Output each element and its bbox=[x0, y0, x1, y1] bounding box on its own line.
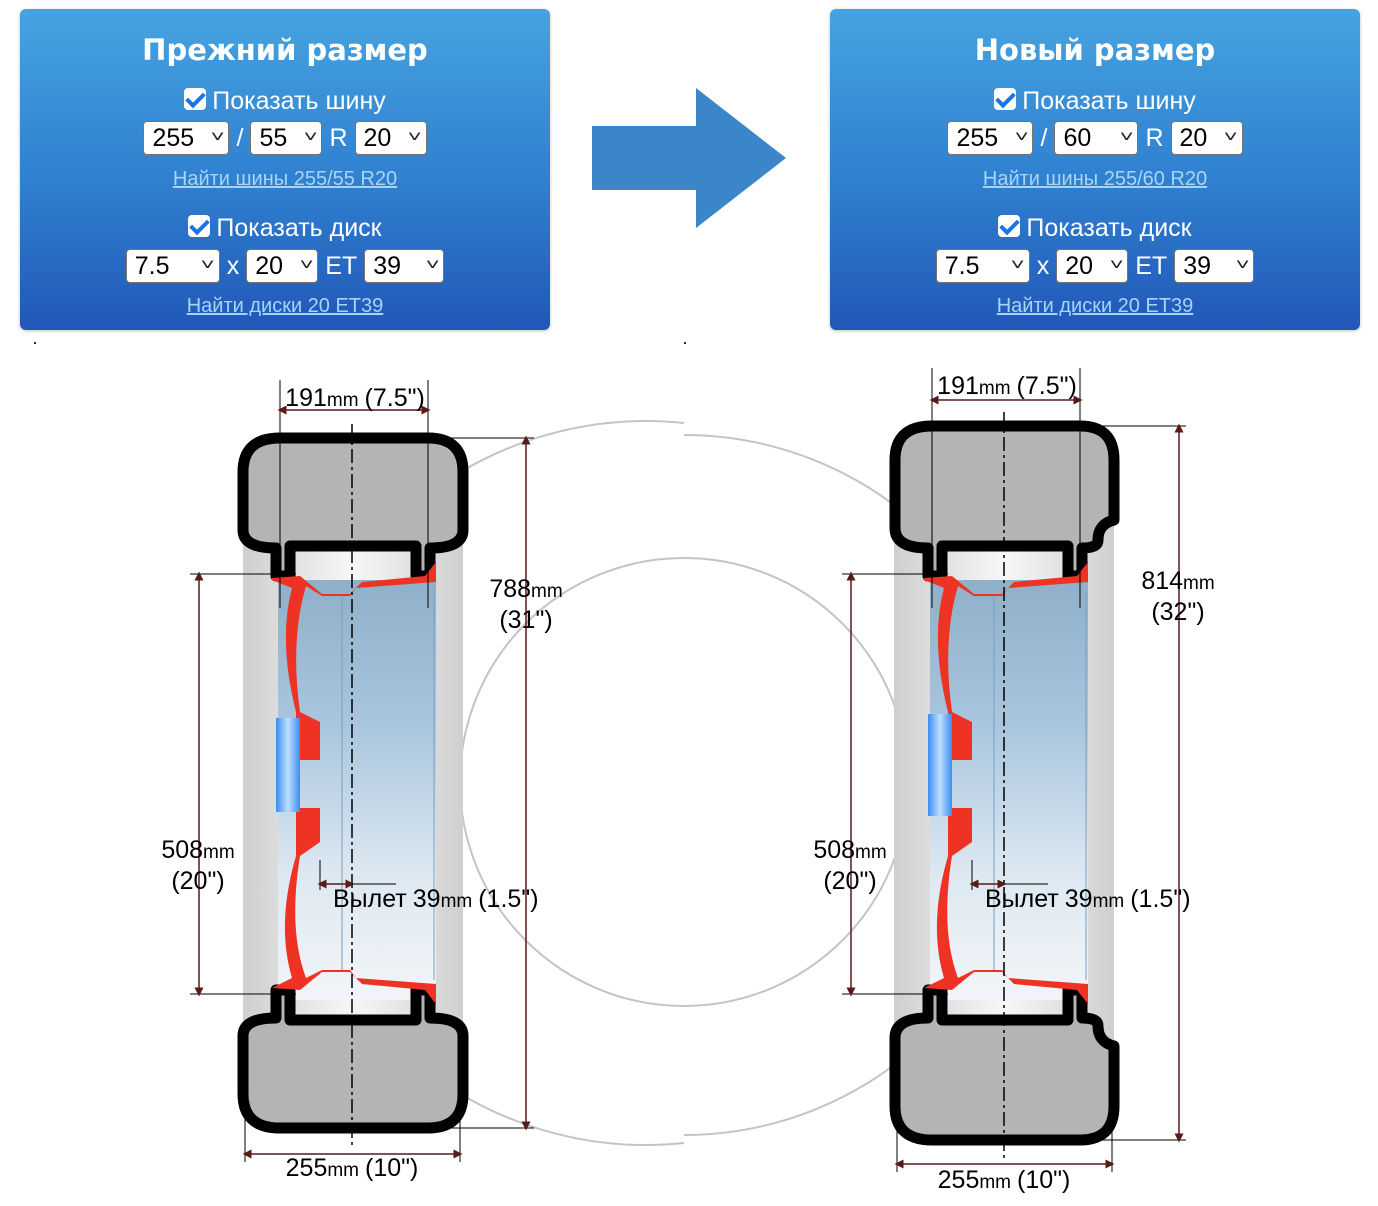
new-tire-width-text: 255mm(10") bbox=[938, 1166, 1071, 1194]
old-disk-width-select[interactable]: 7.5˅ bbox=[125, 249, 220, 283]
decor-dot bbox=[34, 342, 36, 344]
decor-dot bbox=[684, 342, 686, 344]
tire-comparison-diagram: 191mm(7.5") 788mm (31") 508mm (20") Выле… bbox=[161, 368, 1215, 1194]
chevron-down-icon: ˅ bbox=[1119, 129, 1134, 146]
old-size-title: Прежний размер bbox=[142, 33, 428, 67]
old-rim-width-text: 191mm(7.5") bbox=[285, 384, 425, 412]
checkbox-checked-icon[interactable] bbox=[994, 88, 1017, 110]
r-separator: R bbox=[329, 123, 348, 152]
arrow-right-icon bbox=[592, 88, 786, 228]
slash-separator: / bbox=[236, 123, 244, 152]
et-separator: ET bbox=[1135, 251, 1168, 280]
et-separator: ET bbox=[325, 251, 358, 280]
new-show-tire-label: Показать шину bbox=[1022, 87, 1196, 115]
slash-separator: / bbox=[1040, 123, 1048, 152]
tire-tread-top bbox=[237, 432, 469, 582]
new-rim-diameter-inch: (20") bbox=[823, 867, 876, 895]
chevron-down-icon: ˅ bbox=[1223, 129, 1238, 146]
new-outer-diameter-inch: (32") bbox=[1151, 598, 1204, 626]
rim-profile-top bbox=[924, 562, 1088, 760]
new-tire-width-select[interactable]: 255˅ bbox=[947, 121, 1034, 155]
chevron-down-icon: ˅ bbox=[1014, 129, 1029, 146]
new-rim-width-text: 191mm(7.5") bbox=[937, 372, 1077, 400]
new-size-panel: Новый размер Показать шину 255˅ / 60˅ R … bbox=[830, 9, 1360, 330]
rim-profile-bottom bbox=[272, 808, 436, 1004]
new-disk-size-row: 7.5˅ x 20˅ ET 39˅ bbox=[830, 249, 1360, 283]
old-wheel-cross-section: 191mm(7.5") 788mm (31") 508mm (20") Выле… bbox=[161, 380, 563, 1182]
new-rim-diameter-text: 508mm bbox=[813, 836, 886, 864]
rim-circle-right bbox=[683, 557, 909, 1007]
old-tire-size-row: 255˅ / 55˅ R 20˅ bbox=[20, 121, 550, 155]
hub bbox=[276, 718, 300, 812]
new-disk-width-select[interactable]: 7.5˅ bbox=[935, 249, 1030, 283]
new-size-title: Новый размер bbox=[974, 33, 1216, 67]
new-disk-et-select[interactable]: 39˅ bbox=[1174, 249, 1255, 283]
old-outer-diameter-inch: (31") bbox=[499, 606, 552, 634]
chevron-down-icon: ˅ bbox=[1235, 257, 1250, 274]
old-show-disk-label: Показать диск bbox=[216, 214, 382, 242]
x-separator: x bbox=[1036, 251, 1050, 280]
checkbox-checked-icon[interactable] bbox=[184, 88, 207, 110]
disk-bowl bbox=[278, 580, 436, 1000]
old-tire-diameter-select[interactable]: 20˅ bbox=[354, 121, 427, 155]
rim-circle-left bbox=[459, 557, 685, 1007]
new-outer-diameter-text: 814mm bbox=[1141, 567, 1214, 595]
new-tire-profile-select[interactable]: 60˅ bbox=[1054, 121, 1139, 155]
old-tire-width-text: 255mm(10") bbox=[286, 1154, 419, 1182]
old-find-disks-link[interactable]: Найти диски 20 ET39 bbox=[186, 295, 384, 317]
old-disk-size-row: 7.5˅ x 20˅ ET 39˅ bbox=[20, 249, 550, 283]
rim-profile-bottom bbox=[924, 808, 1088, 1004]
old-tire-width-select[interactable]: 255˅ bbox=[143, 121, 230, 155]
old-disk-diameter-select[interactable]: 20˅ bbox=[246, 249, 319, 283]
old-size-panel: Прежний размер Показать шину 255˅ / 55˅ … bbox=[20, 9, 550, 330]
new-disk-diameter-select[interactable]: 20˅ bbox=[1056, 249, 1129, 283]
chevron-down-icon: ˅ bbox=[1011, 257, 1026, 274]
x-separator: x bbox=[226, 251, 240, 280]
chevron-down-icon: ˅ bbox=[303, 129, 318, 146]
old-show-tire-label: Показать шину bbox=[212, 87, 386, 115]
chevron-down-icon: ˅ bbox=[201, 257, 216, 274]
new-show-disk-checkbox[interactable]: Показать диск bbox=[830, 214, 1360, 243]
old-outer-diameter-text: 788mm bbox=[489, 575, 562, 603]
old-rim-diameter-inch: (20") bbox=[171, 867, 224, 895]
rim-profile-top bbox=[272, 562, 436, 760]
old-tire-profile-select[interactable]: 55˅ bbox=[250, 121, 323, 155]
tire-tread-bottom bbox=[237, 984, 469, 1134]
checkbox-checked-icon[interactable] bbox=[998, 215, 1021, 237]
new-find-disks-link[interactable]: Найти диски 20 ET39 bbox=[996, 295, 1194, 317]
old-disk-et-select[interactable]: 39˅ bbox=[364, 249, 445, 283]
old-rim-diameter-text: 508mm bbox=[161, 836, 234, 864]
new-show-disk-label: Показать диск bbox=[1026, 214, 1192, 242]
new-show-tire-checkbox[interactable]: Показать шину bbox=[830, 87, 1360, 116]
chevron-down-icon: ˅ bbox=[407, 129, 422, 146]
old-show-disk-checkbox[interactable]: Показать диск bbox=[20, 214, 550, 243]
r-separator: R bbox=[1145, 123, 1164, 152]
chevron-down-icon: ˅ bbox=[210, 129, 225, 146]
new-tire-size-row: 255˅ / 60˅ R 20˅ bbox=[830, 121, 1360, 155]
old-find-tires-link[interactable]: Найти шины 255/55 R20 bbox=[172, 168, 398, 190]
disk-bowl bbox=[930, 580, 1088, 1000]
new-find-tires-link[interactable]: Найти шины 255/60 R20 bbox=[982, 168, 1208, 190]
new-wheel-cross-section: 191mm(7.5") 814mm (32") 508mm (20") Выле… bbox=[813, 368, 1215, 1194]
chevron-down-icon: ˅ bbox=[1109, 257, 1124, 274]
checkbox-checked-icon[interactable] bbox=[188, 215, 211, 237]
hub bbox=[928, 714, 952, 816]
chevron-down-icon: ˅ bbox=[299, 257, 314, 274]
new-tire-diameter-select[interactable]: 20˅ bbox=[1170, 121, 1243, 155]
old-show-tire-checkbox[interactable]: Показать шину bbox=[20, 87, 550, 116]
chevron-down-icon: ˅ bbox=[425, 257, 440, 274]
